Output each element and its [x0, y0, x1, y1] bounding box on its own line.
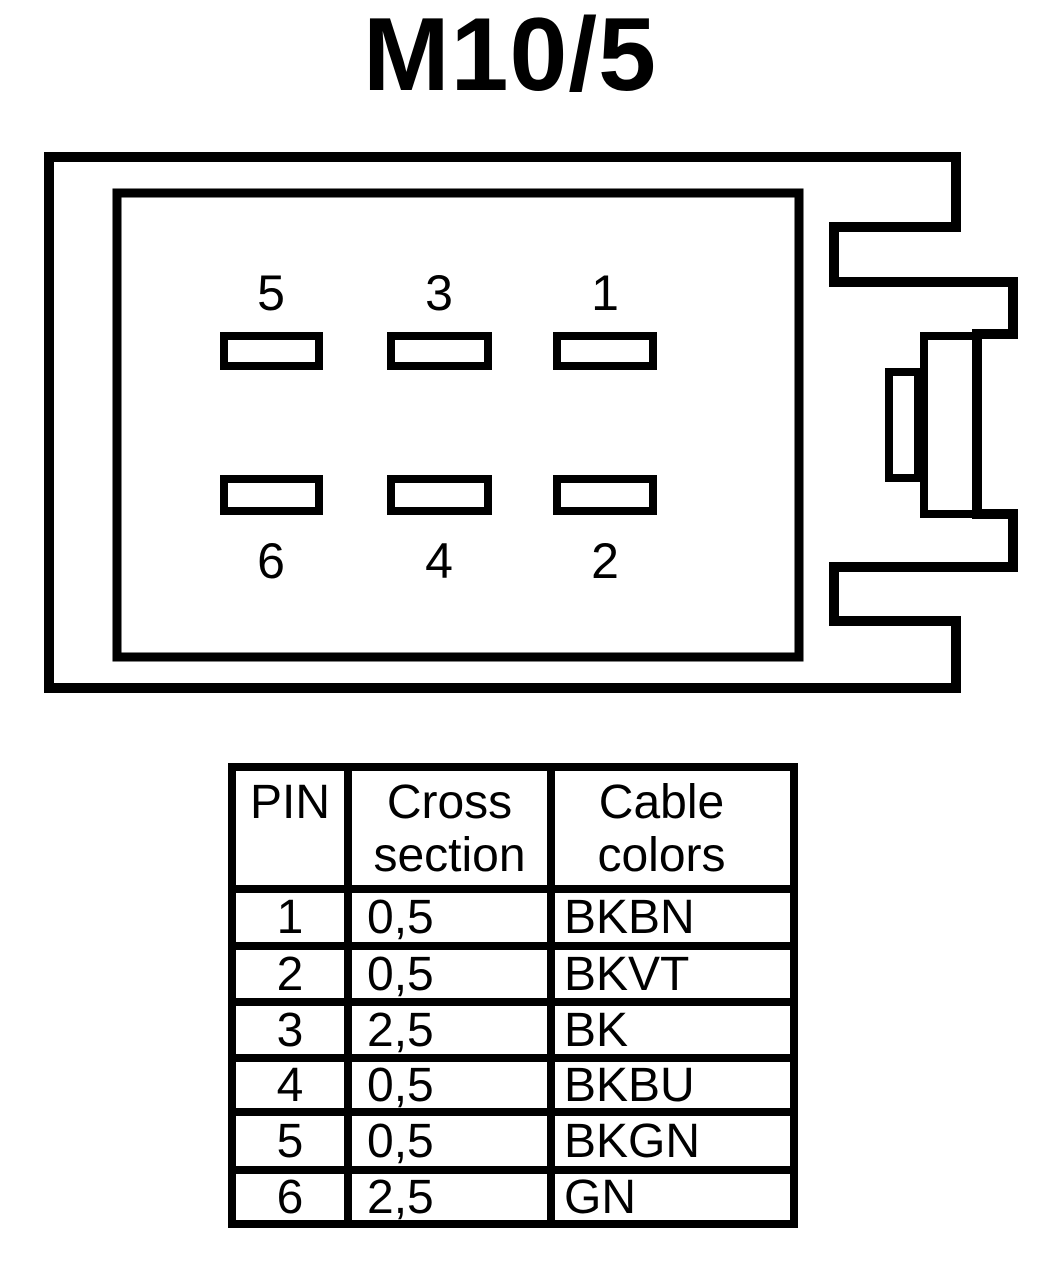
pin-slot-2 [553, 475, 657, 515]
connector-diagram: 5 3 1 6 4 2 [44, 152, 1018, 693]
table-cell-pin: 1 [236, 891, 344, 944]
table-cell-pin: 2 [236, 948, 344, 1001]
pin-slot-3 [387, 332, 492, 370]
table-cell-cross-section: 0,5 [352, 948, 547, 1001]
pin-label-4: 4 [425, 533, 453, 589]
table-cell-cable-color: BKGN [555, 1115, 790, 1168]
latch-inner-rect [885, 368, 922, 482]
pin-label-5: 5 [257, 265, 285, 321]
table-cell-cross-section: 2,5 [352, 1004, 547, 1057]
pin-wiring-table: PIN Cross section Cable colors 1 0,5 BKB… [228, 763, 798, 1228]
table-cell-cross-section: 0,5 [352, 1059, 547, 1112]
column-header-pin: PIN [236, 771, 344, 885]
pin-label-3: 3 [425, 265, 453, 321]
pin-label-2: 2 [591, 533, 619, 589]
pin-label-6: 6 [257, 533, 285, 589]
column-header-cross-section: Cross section [352, 771, 547, 885]
table-cell-pin: 5 [236, 1115, 344, 1168]
pin-slot-4 [387, 475, 492, 515]
table-cell-cross-section: 0,5 [352, 891, 547, 944]
table-cell-pin: 3 [236, 1004, 344, 1057]
table-cell-pin: 6 [236, 1171, 344, 1224]
pin-slot-5 [220, 332, 323, 370]
table-cell-cable-color: BKVT [555, 948, 790, 1001]
pin-label-1: 1 [591, 265, 619, 321]
table-cell-cable-color: GN [555, 1171, 790, 1224]
table-cell-cross-section: 2,5 [352, 1171, 547, 1224]
table-cell-cable-color: BKBU [555, 1059, 790, 1112]
page-title: M10/5 [362, 0, 658, 113]
latch-outer-rect [920, 332, 981, 518]
connector-inner-frame [112, 188, 804, 662]
table-cell-cable-color: BKBN [555, 891, 790, 944]
column-header-cable-colors: Cable colors [555, 771, 790, 885]
pin-slot-1 [553, 332, 657, 370]
table-cell-cable-color: BK [555, 1004, 790, 1057]
connector-housing-outline [44, 152, 1018, 693]
table-cell-pin: 4 [236, 1059, 344, 1112]
table-cell-cross-section: 0,5 [352, 1115, 547, 1168]
pin-slot-6 [220, 475, 323, 515]
